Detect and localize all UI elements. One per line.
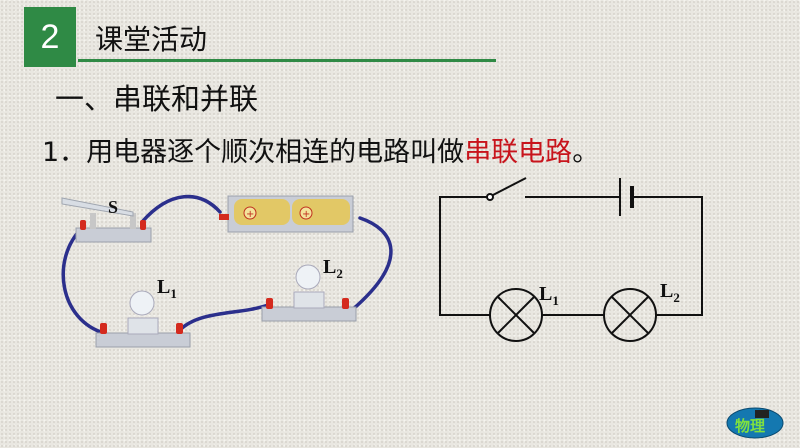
logo-text: 物理 bbox=[735, 417, 765, 435]
page-title: 课堂活动 bbox=[95, 23, 208, 56]
battery-device: + + bbox=[219, 195, 354, 233]
lamp2-label: L2 bbox=[323, 256, 343, 281]
switch-blade bbox=[492, 177, 527, 196]
switch-device: S bbox=[61, 197, 152, 243]
definition-suffix: 。 bbox=[572, 137, 600, 168]
circuit-schematic bbox=[439, 177, 703, 342]
lamp1-symbol bbox=[489, 288, 543, 342]
switch-label: S bbox=[108, 197, 118, 217]
title-underline bbox=[78, 59, 496, 62]
definition-text: 1．用电器逐个顺次相连的电路叫做串联电路。 bbox=[42, 130, 599, 169]
schematic-lamp2-label: L2 bbox=[660, 280, 680, 305]
physics-logo: 物理 bbox=[726, 407, 784, 439]
svg-text:+: + bbox=[302, 209, 310, 220]
lamp1-device: L1 bbox=[95, 276, 191, 348]
definition-term: 串联电路 bbox=[464, 137, 573, 168]
schematic-lamp1-label: L1 bbox=[539, 283, 559, 308]
switch-pivot bbox=[486, 193, 494, 201]
lamp2-symbol bbox=[603, 288, 657, 342]
lamp2-device: L2 bbox=[261, 256, 357, 322]
section-heading: 一、串联和并联 bbox=[55, 82, 259, 116]
svg-text:+: + bbox=[246, 209, 254, 220]
definition-prefix: 1．用电器逐个顺次相连的电路叫做 bbox=[42, 137, 465, 168]
section-number-badge: 2 bbox=[24, 7, 76, 67]
wires bbox=[61, 194, 393, 335]
lamp1-label: L1 bbox=[157, 276, 177, 301]
